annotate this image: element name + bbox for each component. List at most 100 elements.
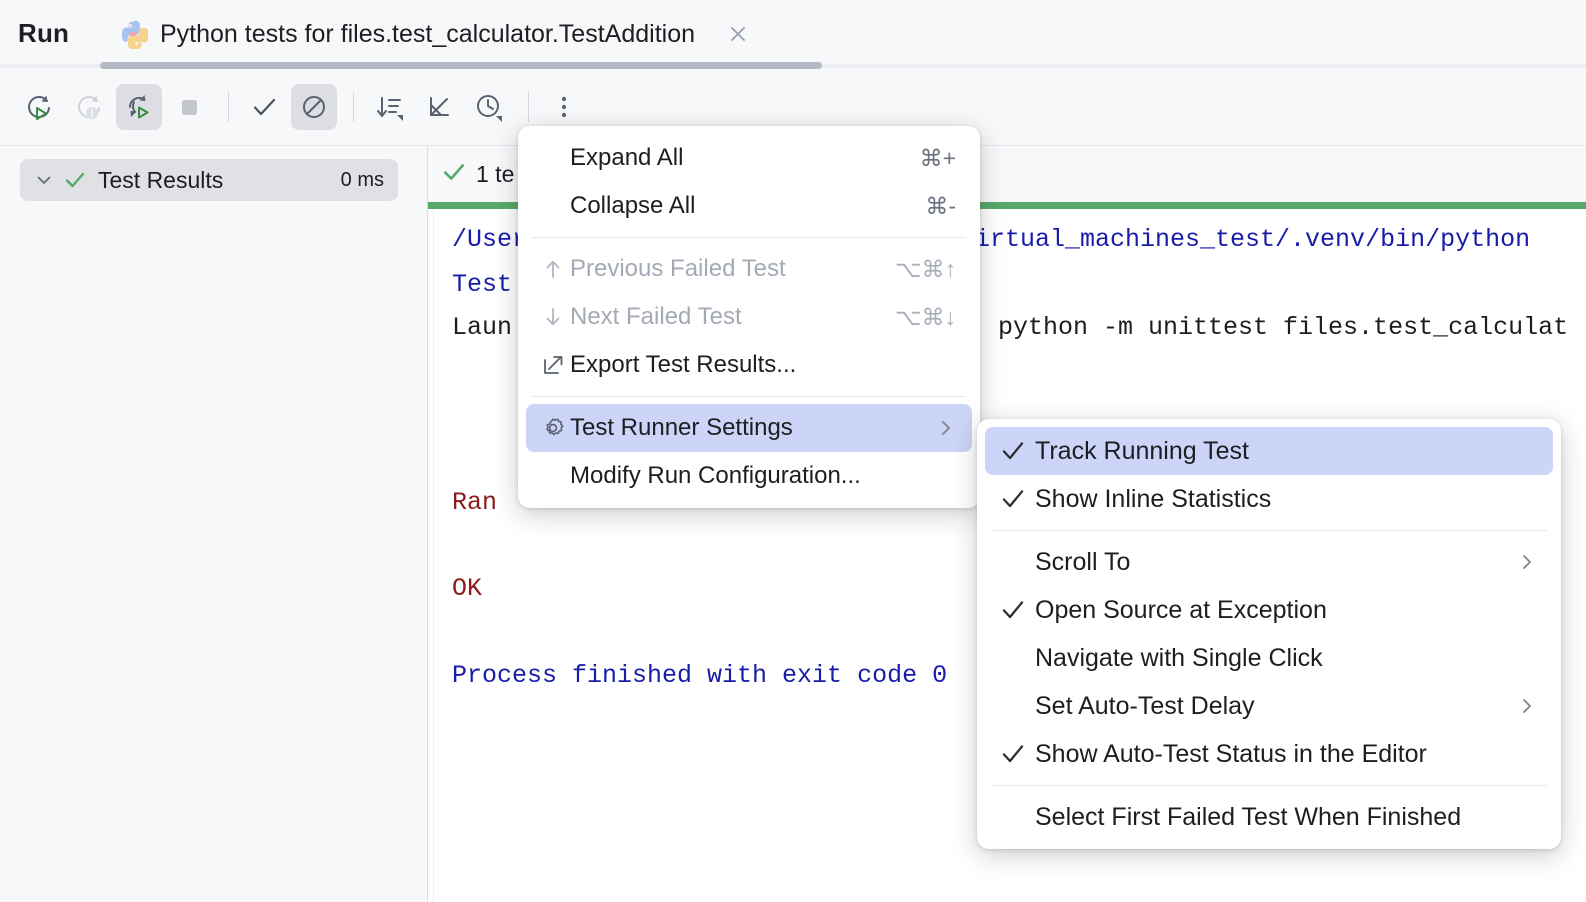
menu-item-next-failed-test[interactable]: Next Failed Test ⌥⌘↓ bbox=[526, 293, 972, 341]
show-passed-button[interactable] bbox=[241, 84, 287, 130]
stop-button[interactable] bbox=[166, 84, 212, 130]
menu-item-select-first-failed-test-when-finished[interactable]: Select First Failed Test When Finished bbox=[985, 793, 1553, 841]
menu-item-track-running-test[interactable]: Track Running Test bbox=[985, 427, 1553, 475]
test-progress-bar bbox=[428, 202, 1586, 209]
menu-item-shortcut: ⌘- bbox=[925, 192, 956, 219]
menu-item-label: Export Test Results... bbox=[570, 351, 797, 378]
history-button[interactable] bbox=[466, 84, 512, 130]
console-line: OK bbox=[452, 574, 483, 603]
tab-title: Python tests for files.test_calculator.T… bbox=[160, 19, 695, 48]
auto-test-icon bbox=[122, 90, 156, 124]
menu-item-previous-failed-test[interactable]: Previous Failed Test ⌥⌘↑ bbox=[526, 245, 972, 293]
console-line: irtual_machines_test/.venv/bin/python bbox=[975, 225, 1546, 254]
menu-item-shortcut: ⌥⌘↑ bbox=[894, 255, 956, 282]
menu-item-label: Open Source at Exception bbox=[1035, 595, 1327, 624]
checkmark-icon bbox=[991, 437, 1035, 465]
console-line: Ran bbox=[452, 488, 513, 517]
console-line: /User bbox=[452, 225, 528, 254]
menu-item-label: Test Runner Settings bbox=[570, 414, 793, 441]
gear-icon bbox=[536, 415, 570, 441]
menu-item-label: Previous Failed Test bbox=[570, 255, 786, 282]
toolbar-separator bbox=[528, 92, 529, 122]
menu-item-shortcut: ⌘+ bbox=[919, 144, 956, 171]
stop-icon bbox=[172, 90, 206, 124]
sort-button[interactable] bbox=[366, 84, 412, 130]
python-icon bbox=[118, 19, 148, 49]
menu-item-label: Next Failed Test bbox=[570, 303, 742, 330]
menu-item-label: Modify Run Configuration... bbox=[570, 462, 861, 489]
menu-item-label: Navigate with Single Click bbox=[1035, 643, 1323, 672]
menu-item-label: Collapse All bbox=[570, 192, 696, 219]
menu-item-open-source-at-exception[interactable]: Open Source at Exception bbox=[985, 586, 1553, 634]
menu-item-collapse-all[interactable]: Collapse All ⌘- bbox=[526, 182, 972, 230]
menu-item-set-auto-test-delay[interactable]: Set Auto-Test Delay bbox=[985, 682, 1553, 730]
clock-icon bbox=[472, 90, 506, 124]
checkmark-icon bbox=[991, 485, 1035, 513]
tab-scrollbar[interactable] bbox=[100, 62, 822, 69]
chevron-down-icon[interactable] bbox=[34, 170, 54, 190]
menu-item-show-auto-test-status-in-editor[interactable]: Show Auto-Test Status in the Editor bbox=[985, 730, 1553, 778]
toggle-auto-test-button[interactable] bbox=[116, 84, 162, 130]
tool-window-header: Run Python tests for files.test_calculat… bbox=[0, 0, 1586, 69]
menu-item-expand-all[interactable]: Expand All ⌘+ bbox=[526, 134, 972, 182]
export-icon bbox=[536, 352, 570, 378]
tree-item-label: Test Results bbox=[98, 166, 224, 193]
tree-item-test-results[interactable]: Test Results 0 ms bbox=[20, 159, 398, 201]
console-line: Test bbox=[452, 270, 513, 299]
check-icon bbox=[247, 90, 281, 124]
test-runner-settings-submenu: Track Running Test Show Inline Statistic… bbox=[977, 419, 1561, 849]
menu-item-show-inline-statistics[interactable]: Show Inline Statistics bbox=[985, 475, 1553, 523]
console-line: python -m unittest files.test_calculat bbox=[998, 313, 1569, 342]
run-tool-window-title: Run bbox=[18, 18, 70, 48]
rerun-icon bbox=[22, 90, 56, 124]
menu-item-navigate-with-single-click[interactable]: Navigate with Single Click bbox=[985, 634, 1553, 682]
menu-separator bbox=[991, 785, 1547, 786]
toolbar-separator bbox=[353, 92, 354, 122]
menu-item-label: Expand All bbox=[570, 144, 684, 171]
more-options-menu: Expand All ⌘+ Collapse All ⌘- Previous F… bbox=[518, 126, 980, 508]
menu-item-shortcut: ⌥⌘↓ bbox=[894, 303, 956, 330]
menu-item-test-runner-settings[interactable]: Test Runner Settings bbox=[526, 404, 972, 452]
menu-item-label: Show Inline Statistics bbox=[1035, 484, 1272, 513]
menu-separator bbox=[991, 530, 1547, 531]
show-ignored-button[interactable] bbox=[291, 84, 337, 130]
more-options-button[interactable] bbox=[541, 84, 587, 130]
menu-item-label: Select First Failed Test When Finished bbox=[1035, 802, 1462, 831]
ignored-icon bbox=[297, 90, 331, 124]
green-check-icon bbox=[64, 169, 86, 191]
rerun-button[interactable] bbox=[16, 84, 62, 130]
console-line: Process finished with exit code 0 bbox=[452, 661, 948, 690]
chevron-right-icon bbox=[1517, 552, 1537, 572]
pane-splitter[interactable] bbox=[427, 146, 428, 902]
test-tree-pane: Test Results 0 ms bbox=[0, 146, 427, 902]
console-gutter bbox=[428, 209, 434, 902]
menu-item-label: Track Running Test bbox=[1035, 436, 1249, 465]
run-configuration-tab[interactable]: Python tests for files.test_calculator.T… bbox=[100, 0, 765, 68]
menu-item-label: Scroll To bbox=[1035, 547, 1131, 576]
rerun-failed-button[interactable] bbox=[66, 84, 112, 130]
vertical-dots-icon bbox=[547, 90, 581, 124]
close-icon[interactable] bbox=[725, 21, 751, 47]
tree-item-duration: 0 ms bbox=[340, 168, 384, 191]
expand-collapse-button[interactable] bbox=[416, 84, 462, 130]
menu-item-label: Set Auto-Test Delay bbox=[1035, 691, 1255, 720]
console-line: Laun bbox=[452, 313, 513, 342]
menu-item-modify-run-configuration[interactable]: Modify Run Configuration... bbox=[526, 452, 972, 500]
test-status-text: 1 te bbox=[476, 160, 515, 187]
collapse-arrow-icon bbox=[422, 90, 456, 124]
arrow-up-icon bbox=[536, 256, 570, 282]
sort-alphabetically-icon bbox=[372, 90, 406, 124]
rerun-failed-icon bbox=[72, 90, 106, 124]
menu-item-export-test-results[interactable]: Export Test Results... bbox=[526, 341, 972, 389]
menu-item-label: Show Auto-Test Status in the Editor bbox=[1035, 739, 1427, 768]
menu-separator bbox=[532, 396, 966, 397]
green-check-icon bbox=[442, 160, 466, 189]
menu-item-scroll-to[interactable]: Scroll To bbox=[985, 538, 1553, 586]
chevron-right-icon bbox=[1517, 696, 1537, 716]
checkmark-icon bbox=[991, 740, 1035, 768]
arrow-down-icon bbox=[536, 304, 570, 330]
menu-separator bbox=[532, 237, 966, 238]
toolbar-separator bbox=[228, 92, 229, 122]
checkmark-icon bbox=[991, 596, 1035, 624]
